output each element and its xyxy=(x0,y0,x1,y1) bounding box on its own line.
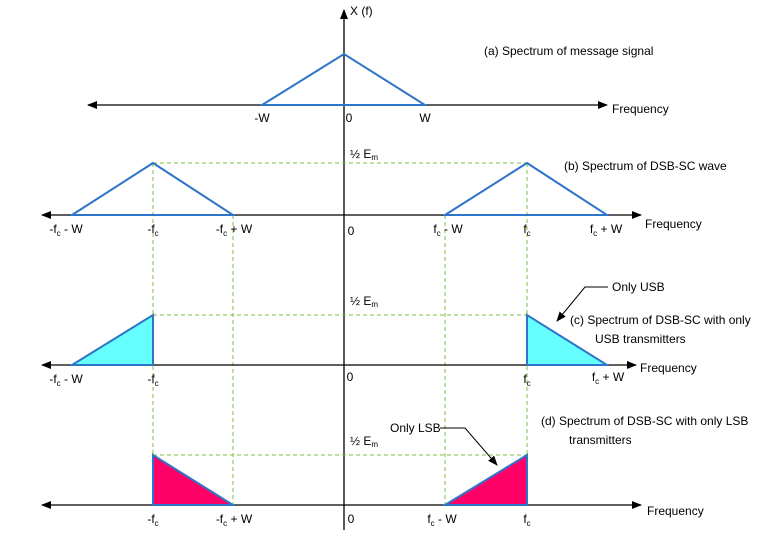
y-axis-label: X (f) xyxy=(350,4,373,18)
usb-positive-triangle xyxy=(526,313,611,366)
panel-d-amplitude-label: ½ Em xyxy=(350,434,378,449)
tick-c-zero: 0 xyxy=(347,370,354,384)
tick-b-fc-plus-w: fc + W xyxy=(590,222,623,238)
usb-negative-triangle xyxy=(68,313,154,366)
panel-b-amplitude-label: ½ Em xyxy=(350,147,378,162)
panel-d-caption-line1: (d) Spectrum of DSB-SC with only LSB xyxy=(541,414,748,428)
tick-c-neg-fc: -fc xyxy=(147,372,158,388)
tick-d-neg-fc: -fc xyxy=(147,512,158,528)
only-lsb-callout: Only LSB xyxy=(390,421,441,435)
panel-c-usb-only-spectrum: ½ Em Only USB (c) Spectrum of DSB-SC wit… xyxy=(41,280,751,388)
tick-c-fc: fc xyxy=(523,372,530,388)
tick-c-neg-fc-minus-w: -fc - W xyxy=(49,372,83,388)
tick-d-fc-minus-w: fc - W xyxy=(427,512,457,528)
tick-b-zero: 0 xyxy=(348,224,355,238)
panel-d-frequency-label: Frequency xyxy=(647,504,704,518)
lsb-negative-triangle xyxy=(152,453,237,506)
upper-sideband-pair-triangle xyxy=(441,161,611,216)
panel-b-dsb-sc-spectrum: (b) Spectrum of DSB-SC wave ½ Em Frequen… xyxy=(41,147,727,238)
panel-c-caption-line2: USB transmitters xyxy=(595,332,686,346)
panel-a-frequency-label: Frequency xyxy=(612,102,669,116)
panel-c-caption-line1: (c) Spectrum of DSB-SC with only xyxy=(570,313,751,327)
tick-b-fc: fc xyxy=(523,222,530,238)
panel-b-frequency-label: Frequency xyxy=(645,217,702,231)
tick-b-neg-fc-plus-w: -fc + W xyxy=(216,222,253,238)
only-usb-callout-line xyxy=(556,286,608,322)
tick-c-fc-plus-w: fc + W xyxy=(592,370,625,386)
panel-b-caption: (b) Spectrum of DSB-SC wave xyxy=(564,159,727,173)
tick-zero-a: 0 xyxy=(346,111,353,125)
tick-d-neg-fc-plus-w: -fc + W xyxy=(216,512,253,528)
lsb-positive-triangle xyxy=(441,453,528,506)
panel-a-caption: (a) Spectrum of message signal xyxy=(484,44,653,58)
panel-d-caption-line2: transmitters xyxy=(569,433,632,447)
tick-d-fc: fc xyxy=(523,512,530,528)
tick-neg-w: -W xyxy=(254,111,270,125)
panel-c-frequency-label: Frequency xyxy=(640,361,697,375)
only-lsb-callout-line xyxy=(440,427,498,466)
panel-c-amplitude-label: ½ Em xyxy=(350,294,378,309)
tick-b-neg-fc: -fc xyxy=(147,222,158,238)
only-usb-callout: Only USB xyxy=(612,280,665,294)
tick-w: W xyxy=(419,111,431,125)
panel-d-lsb-only-spectrum: ½ Em Only LSB (d) Spectrum of DSB-SC wit… xyxy=(41,414,748,528)
tick-b-fc-minus-w: fc - W xyxy=(433,222,463,238)
message-spectrum-triangle xyxy=(258,52,429,106)
lower-sideband-pair-triangle xyxy=(68,161,237,216)
tick-d-zero: 0 xyxy=(348,512,355,526)
tick-b-neg-fc-minus-w: -fc - W xyxy=(49,222,83,238)
panel-a-message-spectrum: (a) Spectrum of message signal Frequency… xyxy=(87,44,669,125)
